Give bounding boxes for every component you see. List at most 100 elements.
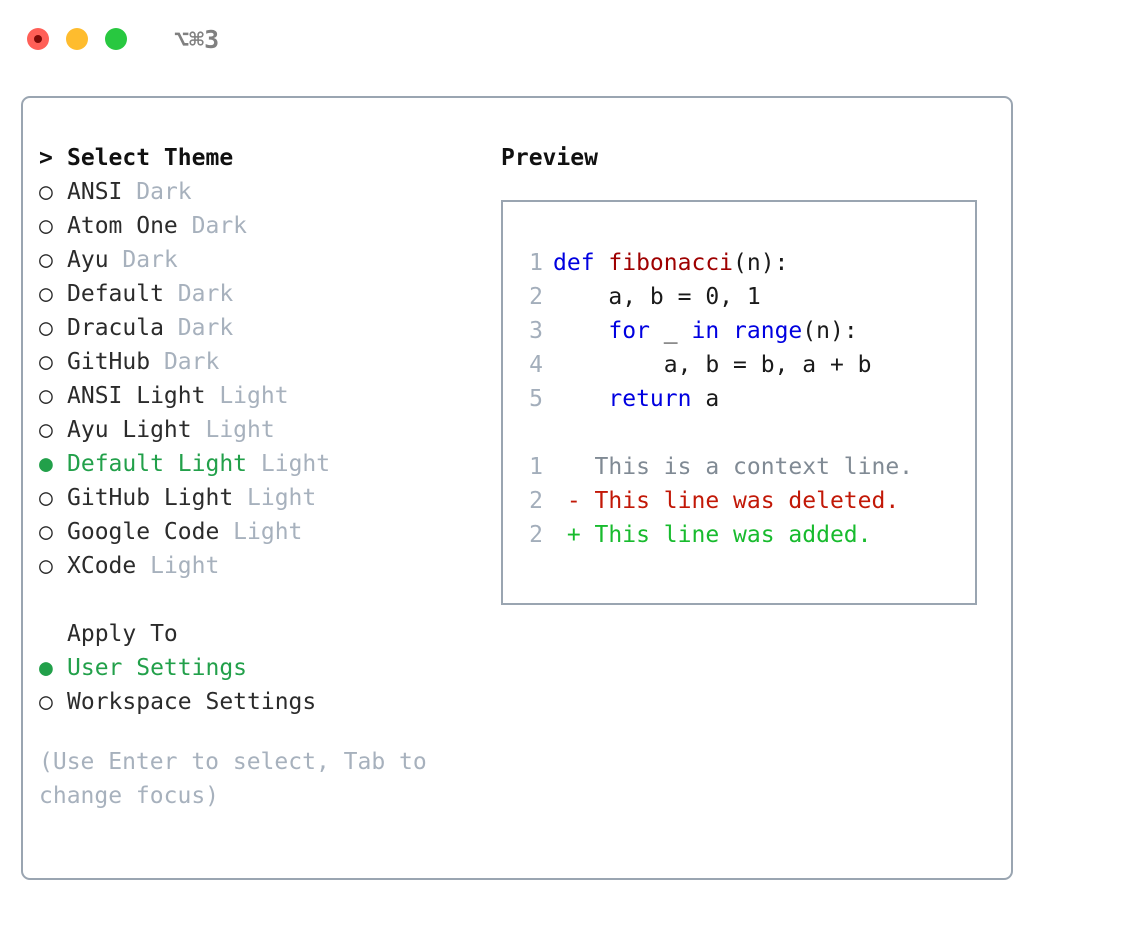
theme-option-label: GitHub xyxy=(67,349,164,375)
code-token xyxy=(553,318,608,344)
theme-option-label: ANSI Light xyxy=(67,383,220,409)
diff-line-number: 2 xyxy=(529,488,543,514)
theme-variant-label: Dark xyxy=(136,179,192,205)
radio-unselected-icon: ○ xyxy=(39,247,53,273)
radio-unselected-icon: ○ xyxy=(39,485,53,511)
code-diff-spacer xyxy=(519,416,975,450)
theme-option-label: Ayu Light xyxy=(67,417,206,443)
theme-selector-panel: > Select Theme ○ ANSI Dark ○ Atom One Dark ○ A… xyxy=(21,96,1013,880)
diff-line-ctx: 1 This is a context line. xyxy=(519,450,975,484)
diff-line-del: 2 - This line was deleted. xyxy=(519,484,975,518)
radio-unselected-icon: ○ xyxy=(39,417,53,443)
apply-to-option-workspace-settings[interactable]: ○Workspace Settings xyxy=(39,685,499,719)
theme-option-label: Google Code xyxy=(67,519,234,545)
diff-line-text: This is a context line. xyxy=(553,454,914,480)
code-line-number: 2 xyxy=(529,284,543,310)
diff-line-number: 2 xyxy=(529,522,543,548)
code-token: for xyxy=(608,318,650,344)
radio-unselected-icon: ○ xyxy=(39,349,53,375)
code-line: 2 a, b = 0, 1 xyxy=(519,280,975,314)
theme-option-ansi-light[interactable]: ○ ANSI Light Light xyxy=(39,379,499,413)
theme-list-column: > Select Theme ○ ANSI Dark ○ Atom One Dark ○ A… xyxy=(39,141,499,813)
theme-variant-label: Dark xyxy=(177,281,234,307)
select-theme-heading: > Select Theme xyxy=(39,141,499,175)
code-token: a, b = b, a + b xyxy=(553,352,872,378)
theme-option-ayu[interactable]: ○Ayu Dark xyxy=(39,243,499,277)
theme-option-ayu-light[interactable]: ○ Ayu Light Light xyxy=(39,413,499,447)
code-line-number: 1 xyxy=(529,250,543,276)
code-line-number: 5 xyxy=(529,386,543,412)
theme-option-atom-one[interactable]: ○ Atom One Dark xyxy=(39,209,499,243)
window-controls xyxy=(27,28,127,50)
diff-line-text: - This line was deleted. xyxy=(553,488,900,514)
radio-unselected-icon: ○ xyxy=(39,315,53,341)
radio-unselected-icon: ○ xyxy=(39,213,53,239)
code-line-number: 3 xyxy=(529,318,543,344)
prompt-caret-icon: > xyxy=(39,145,53,171)
theme-variant-label: Light xyxy=(260,451,331,477)
theme-option-github-light[interactable]: ○GitHub Light Light xyxy=(39,481,499,515)
code-token: _ xyxy=(649,318,692,344)
theme-option-default-light[interactable]: ● Default Light Light xyxy=(39,447,499,481)
apply-to-option-label: Workspace Settings xyxy=(67,689,317,715)
radio-selected-icon: ● xyxy=(39,451,53,477)
theme-variant-label: Light xyxy=(205,417,275,443)
radio-unselected-icon: ○ xyxy=(39,383,53,409)
apply-to-option-list: ● User Settings ○Workspace Settings xyxy=(39,651,499,719)
radio-unselected-icon: ○ xyxy=(39,519,53,545)
theme-option-dracula[interactable]: ○Dracula Dark xyxy=(39,311,499,345)
apply-to-option-label: User Settings xyxy=(67,655,248,681)
diff-sample: 1 This is a context line.2 - This line w… xyxy=(519,450,975,552)
code-line-number: 4 xyxy=(529,352,543,378)
list-spacer xyxy=(39,583,499,617)
code-token: (n): xyxy=(733,250,789,276)
title-bar: ⌥⌘3 xyxy=(0,0,1140,78)
code-token: in xyxy=(691,318,720,344)
theme-option-label: Default xyxy=(67,281,178,307)
theme-variant-label: Dark xyxy=(163,349,220,375)
code-token xyxy=(553,386,608,412)
radio-unselected-icon: ○ xyxy=(39,281,53,307)
preview-heading: Preview xyxy=(501,145,598,171)
close-button-icon[interactable] xyxy=(27,28,49,50)
diff-line-add: 2 + This line was added. xyxy=(519,518,975,552)
theme-option-google-code[interactable]: ○Google Code Light xyxy=(39,515,499,549)
theme-option-label: Ayu xyxy=(67,247,123,273)
code-line: 4 a, b = b, a + b xyxy=(519,348,975,382)
theme-variant-label: Dark xyxy=(177,315,234,341)
theme-option-label: XCode xyxy=(67,553,151,579)
code-line: 5 return a xyxy=(519,382,975,416)
code-token: fibonacci xyxy=(608,250,734,276)
theme-option-default[interactable]: ○ Default Dark xyxy=(39,277,499,311)
select-theme-heading-label: Select Theme xyxy=(67,145,234,171)
theme-option-ansi[interactable]: ○ ANSI Dark xyxy=(39,175,499,209)
theme-variant-label: Dark xyxy=(191,213,248,239)
theme-option-label: ANSI xyxy=(67,179,137,205)
theme-option-label: Default Light xyxy=(67,451,261,477)
theme-variant-label: Light xyxy=(219,383,289,409)
code-token: (n): xyxy=(802,318,858,344)
theme-option-xcode[interactable]: ○ XCode Light xyxy=(39,549,499,583)
keyboard-shortcut-label: ⌥⌘3 xyxy=(174,24,220,54)
apply-to-option-user-settings[interactable]: ● User Settings xyxy=(39,651,499,685)
radio-unselected-icon: ○ xyxy=(39,179,53,205)
code-token xyxy=(719,318,733,344)
code-token: a xyxy=(691,386,720,412)
theme-option-list: ○ ANSI Dark ○ Atom One Dark ○ Ayu Dark ○ Defaul… xyxy=(39,175,499,583)
radio-selected-icon: ● xyxy=(39,655,53,681)
minimize-button-icon[interactable] xyxy=(66,28,88,50)
keyboard-hint-text: (Use Enter to select, Tab to change focu… xyxy=(39,749,427,809)
theme-option-label: Atom One xyxy=(67,213,192,239)
theme-option-github[interactable]: ○ GitHub Dark xyxy=(39,345,499,379)
theme-variant-label: Light xyxy=(150,553,220,579)
code-token: a, b = 0, 1 xyxy=(553,284,761,310)
theme-variant-label: Light xyxy=(247,485,317,511)
radio-unselected-icon: ○ xyxy=(39,553,53,579)
maximize-button-icon[interactable] xyxy=(105,28,127,50)
code-token: range xyxy=(733,318,803,344)
